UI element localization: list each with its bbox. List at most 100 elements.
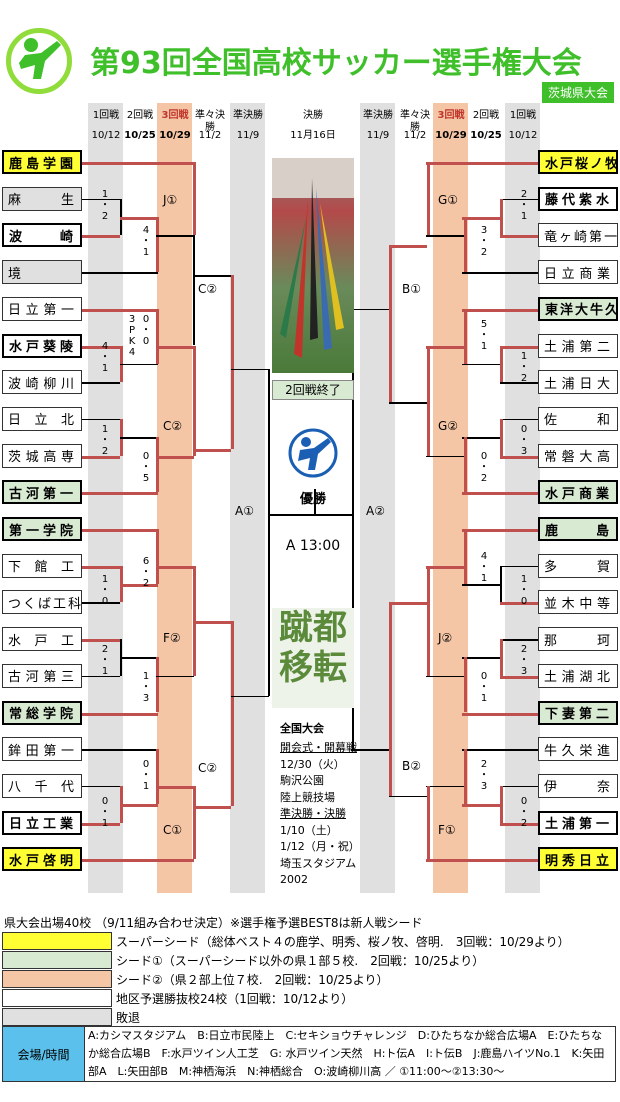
- right-round-date: 10/29: [435, 130, 467, 141]
- bracket-h-line: [500, 418, 538, 421]
- score-digit: 1: [142, 247, 150, 259]
- team-name-char: 第: [578, 707, 594, 722]
- team-name-char: 明: [59, 853, 75, 869]
- team-name-char: 千: [34, 780, 50, 796]
- band-r3-left: [157, 103, 192, 893]
- right-round-date: 10/25: [470, 130, 502, 141]
- venue-label-right: B②: [402, 759, 421, 774]
- bracket-h-line: [82, 455, 120, 459]
- right-round-label: 1回戦: [509, 110, 537, 121]
- final-time: A 13:00: [285, 538, 341, 554]
- team-name-char: 第: [578, 817, 594, 833]
- team-name-char: 明: [545, 853, 561, 869]
- team-name-char: 一: [60, 743, 76, 759]
- venue-label-left: F②: [163, 631, 181, 646]
- team-name-char: 二: [596, 340, 612, 355]
- team-name-char: 第: [43, 743, 59, 759]
- bracket-h-line: [462, 749, 538, 751]
- team-name-char: 妻: [561, 707, 577, 722]
- team-name-char: 業: [596, 266, 612, 282]
- team-box-left: 波崎柳川: [2, 370, 82, 395]
- legend-row: 敗退: [2, 1008, 140, 1026]
- team-name-char: 三: [60, 670, 76, 686]
- team-box-right: 牛久栄進: [538, 737, 618, 762]
- team-box-right: 並木中等: [538, 590, 618, 615]
- team-name-char: 河: [25, 486, 41, 502]
- bracket-h-line: [426, 785, 464, 788]
- bracket-v-line: [156, 217, 159, 273]
- team-box-left: 境: [2, 260, 82, 285]
- score-l10: 1・3: [140, 671, 152, 704]
- bracket-h-line: [426, 859, 538, 863]
- team-name-char: 科: [68, 596, 84, 612]
- national-info-line: 開会式・開幕戦: [280, 741, 357, 754]
- national-info-line: 1/12（月・祝）: [280, 840, 360, 853]
- photo-caption: 2回戦終了: [272, 380, 354, 400]
- bracket-h-line: [308, 514, 352, 516]
- team-box-right: 土浦湖北: [538, 663, 618, 688]
- team-name-char: 院: [59, 707, 75, 722]
- team-box-right: 多賀: [538, 553, 618, 578]
- team-name-char: 佐: [544, 413, 560, 429]
- bracket-v-line: [427, 345, 430, 456]
- bracket-h-line: [120, 363, 158, 366]
- bracket-h-line: [82, 198, 120, 201]
- score-digit: ・: [519, 199, 529, 211]
- team-box-left: 波崎: [2, 223, 82, 248]
- score-digit: 1: [101, 423, 109, 435]
- score-digit: ・: [141, 681, 151, 693]
- bracket-h-line: [120, 657, 158, 659]
- bracket-h-line: [500, 602, 538, 606]
- bracket-v-line: [500, 345, 503, 383]
- score-digit: ・: [141, 324, 151, 336]
- legend-text: シード①（スーパーシード以外の県１部５校. 2回戦：10/25より）: [116, 953, 485, 968]
- score-digit: 1: [101, 666, 109, 678]
- bracket-h-line: [231, 695, 269, 698]
- left-round-label: 準決勝: [233, 110, 263, 121]
- team-name-char: 波: [9, 229, 25, 245]
- team-name-char: 水: [9, 853, 25, 869]
- team-name-char: 八: [8, 780, 24, 796]
- bracket-h-line: [500, 198, 538, 201]
- bracket-h-line: [156, 235, 194, 237]
- team-name-char: 日: [544, 266, 560, 282]
- team-name-char: 水: [9, 340, 25, 355]
- team-box-right: 伊奈: [538, 773, 618, 798]
- legend-row: スーパーシード（総体ベスト４の鹿学、明秀、桜ノ牧、啓明. 3回戦：10/29より…: [2, 932, 570, 950]
- team-name-char: 土: [544, 670, 560, 686]
- team-box-right: 鹿島: [538, 517, 618, 541]
- calligraphy-text: 蹴都移転: [279, 608, 347, 688]
- team-name-char: 北: [596, 670, 612, 686]
- bracket-v-line: [389, 602, 392, 796]
- bracket-h-line: [351, 749, 389, 751]
- score-digit: ・: [519, 434, 529, 446]
- left-round-label: 1回戦: [92, 110, 120, 121]
- score-digit: 2: [142, 577, 150, 589]
- bracket-h-line: [462, 437, 500, 439]
- bracket-h-line: [500, 235, 538, 239]
- team-box-left: 常総学院: [2, 700, 82, 725]
- score-digit: ・: [519, 584, 529, 596]
- score-l4: 4・1: [99, 341, 111, 374]
- bracket-h-line: [462, 657, 500, 659]
- team-name-char: 二: [595, 707, 611, 722]
- team-name-char: 第: [43, 303, 59, 319]
- score-digit: 1: [142, 670, 150, 682]
- bracket-h-line: [426, 235, 464, 237]
- left-round-label: 3回戦: [161, 110, 189, 121]
- team-name-char: 第: [579, 340, 595, 355]
- final-label: 決勝: [303, 110, 323, 121]
- final-date: 11月16日: [290, 130, 336, 141]
- venue-label-left: A①: [235, 504, 254, 518]
- right-round-label: 3回戦: [437, 110, 465, 121]
- team-name-char: 等: [596, 596, 612, 612]
- bracket-v-line: [427, 162, 430, 236]
- team-name-char: 下: [8, 560, 24, 576]
- bracket-v-line: [464, 437, 467, 493]
- team-box-right: 那珂: [538, 627, 618, 652]
- score-digit: ・: [141, 236, 151, 248]
- team-name-char: ヶ: [559, 229, 575, 245]
- team-name-char: 商: [578, 486, 594, 502]
- team-name-char: 学: [42, 707, 58, 722]
- score-l6: 0・5: [140, 451, 152, 484]
